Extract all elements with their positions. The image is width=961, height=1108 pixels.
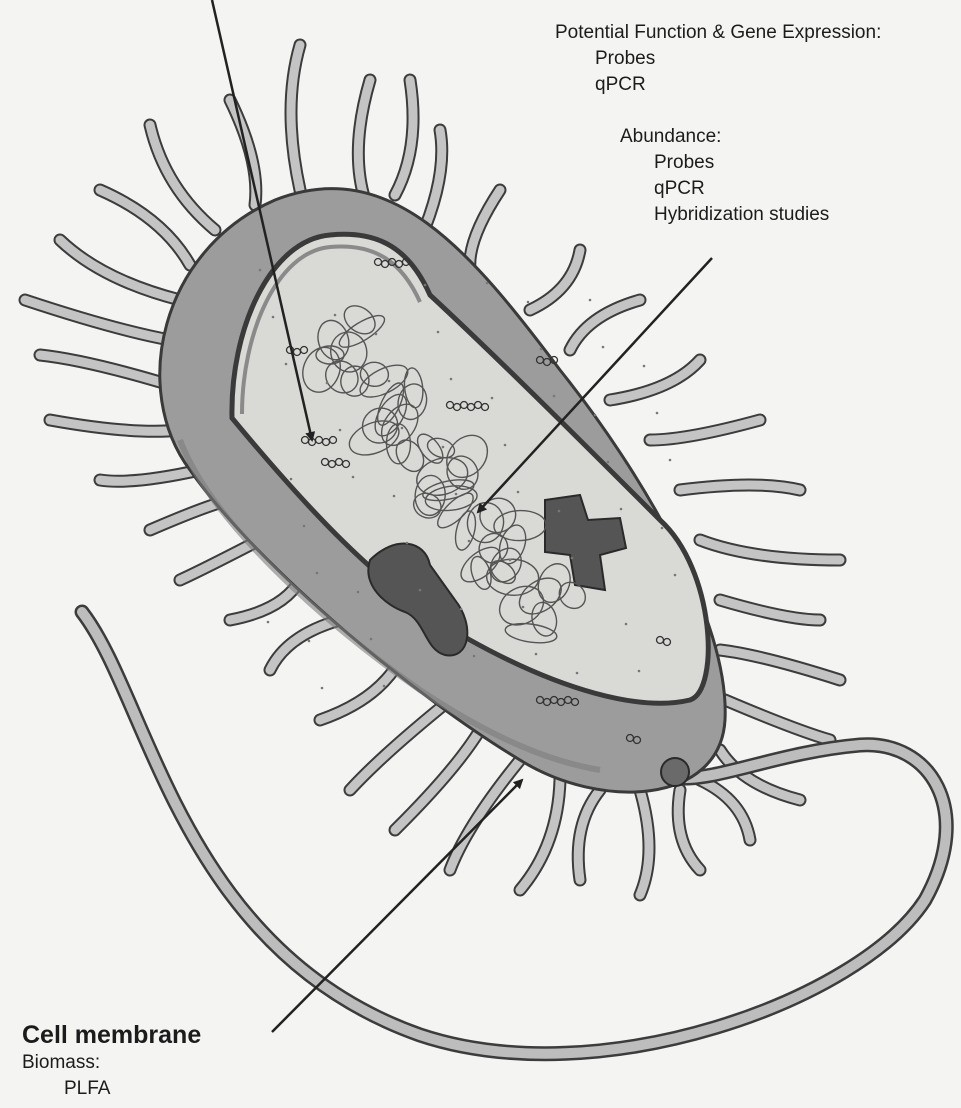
cytoplasm-granule (383, 685, 386, 688)
cytoplasm-granule (620, 508, 623, 511)
cytoplasm-granule (303, 525, 306, 528)
cytoplasm-granule (643, 365, 646, 368)
cytoplasm-granule (527, 301, 530, 304)
cytoplasm-granule (540, 348, 543, 351)
flagellum-base (661, 758, 689, 786)
cytoplasm-granule (308, 640, 311, 643)
cytoplasm-granule (661, 527, 664, 530)
function-label-block: Potential Function & Gene Expression: Pr… (555, 20, 881, 98)
cytoplasm-granule (375, 333, 378, 336)
pilus (150, 125, 215, 230)
cytoplasm-granule (401, 427, 404, 430)
cytoplasm-granule (259, 269, 262, 272)
cytoplasm-granule (406, 542, 409, 545)
cytoplasm-granule (669, 459, 672, 462)
abundance-heading: Abundance: (620, 124, 829, 150)
pilus-highlight (25, 300, 170, 340)
cytoplasm-granule (393, 495, 396, 498)
cytoplasm-granule (517, 491, 520, 494)
cytoplasm-granule (473, 655, 476, 658)
function-heading: Potential Function & Gene Expression: (555, 20, 881, 46)
cytoplasm-granule (370, 638, 373, 641)
cytoplasm-granule (602, 346, 605, 349)
cytoplasm-granule (674, 574, 677, 577)
cytoplasm-granule (442, 446, 445, 449)
pilus-highlight (725, 700, 830, 740)
pilus-highlight (291, 45, 300, 190)
cytoplasm-granule (334, 314, 337, 317)
cytoplasm-granule (509, 559, 512, 562)
cytoplasm-granule (607, 461, 610, 464)
cytoplasm-granule (272, 316, 275, 319)
cytoplasm-granule (424, 284, 427, 287)
pilus-highlight (680, 485, 800, 490)
arrow-cell-membrane (272, 780, 522, 1032)
cytoplasm-granule (316, 572, 319, 575)
cytoplasm-granule (468, 540, 471, 543)
cytoplasm-granule (267, 621, 270, 624)
cytoplasm-granule (535, 653, 538, 656)
membrane-label-block: Cell membrane Biomass: PLFA (22, 1020, 201, 1102)
pilus-highlight (40, 355, 170, 385)
cytoplasm-granule (339, 429, 342, 432)
cytoplasm-granule (656, 412, 659, 415)
cytoplasm-granule (638, 670, 641, 673)
pilus-highlight (350, 700, 450, 790)
cytoplasm-granule (558, 510, 561, 513)
function-item: Probes (555, 46, 881, 72)
cytoplasm-granule (419, 589, 422, 592)
abundance-item: qPCR (620, 176, 829, 202)
cytoplasm-granule (460, 608, 463, 611)
function-item: qPCR (555, 72, 881, 98)
cytoplasm-granule (553, 395, 556, 398)
cytoplasm-granule (321, 687, 324, 690)
cytoplasm-granule (388, 380, 391, 383)
pilus-highlight (720, 650, 840, 680)
cytoplasm-granule (450, 378, 453, 381)
cytoplasm-granule (571, 557, 574, 560)
cytoplasm-granule (357, 591, 360, 594)
cytoplasm-granule (522, 606, 525, 609)
membrane-heading: Cell membrane (22, 1020, 201, 1050)
cytoplasm-granule (491, 397, 494, 400)
membrane-subheading: Biomass: (22, 1050, 201, 1076)
abundance-item: Probes (620, 150, 829, 176)
cytoplasm-granule (589, 299, 592, 302)
cytoplasm-granule (486, 282, 489, 285)
cytoplasm-granule (437, 331, 440, 334)
cytoplasm-granule (326, 382, 329, 385)
cytoplasm-granule (594, 414, 597, 417)
membrane-item: PLFA (22, 1076, 201, 1102)
cytoplasm-granule (625, 623, 628, 626)
cytoplasm-granule (455, 493, 458, 496)
pilus-highlight (640, 790, 649, 895)
abundance-item: Hybridization studies (620, 202, 829, 228)
cytoplasm-granule (285, 363, 288, 366)
cytoplasm-granule (576, 672, 579, 675)
cytoplasm-granule (504, 444, 507, 447)
abundance-label-block: Abundance: Probes qPCR Hybridization stu… (620, 124, 829, 228)
cytoplasm-granule (290, 478, 293, 481)
pilus-highlight (395, 730, 480, 830)
cytoplasm-granule (352, 476, 355, 479)
